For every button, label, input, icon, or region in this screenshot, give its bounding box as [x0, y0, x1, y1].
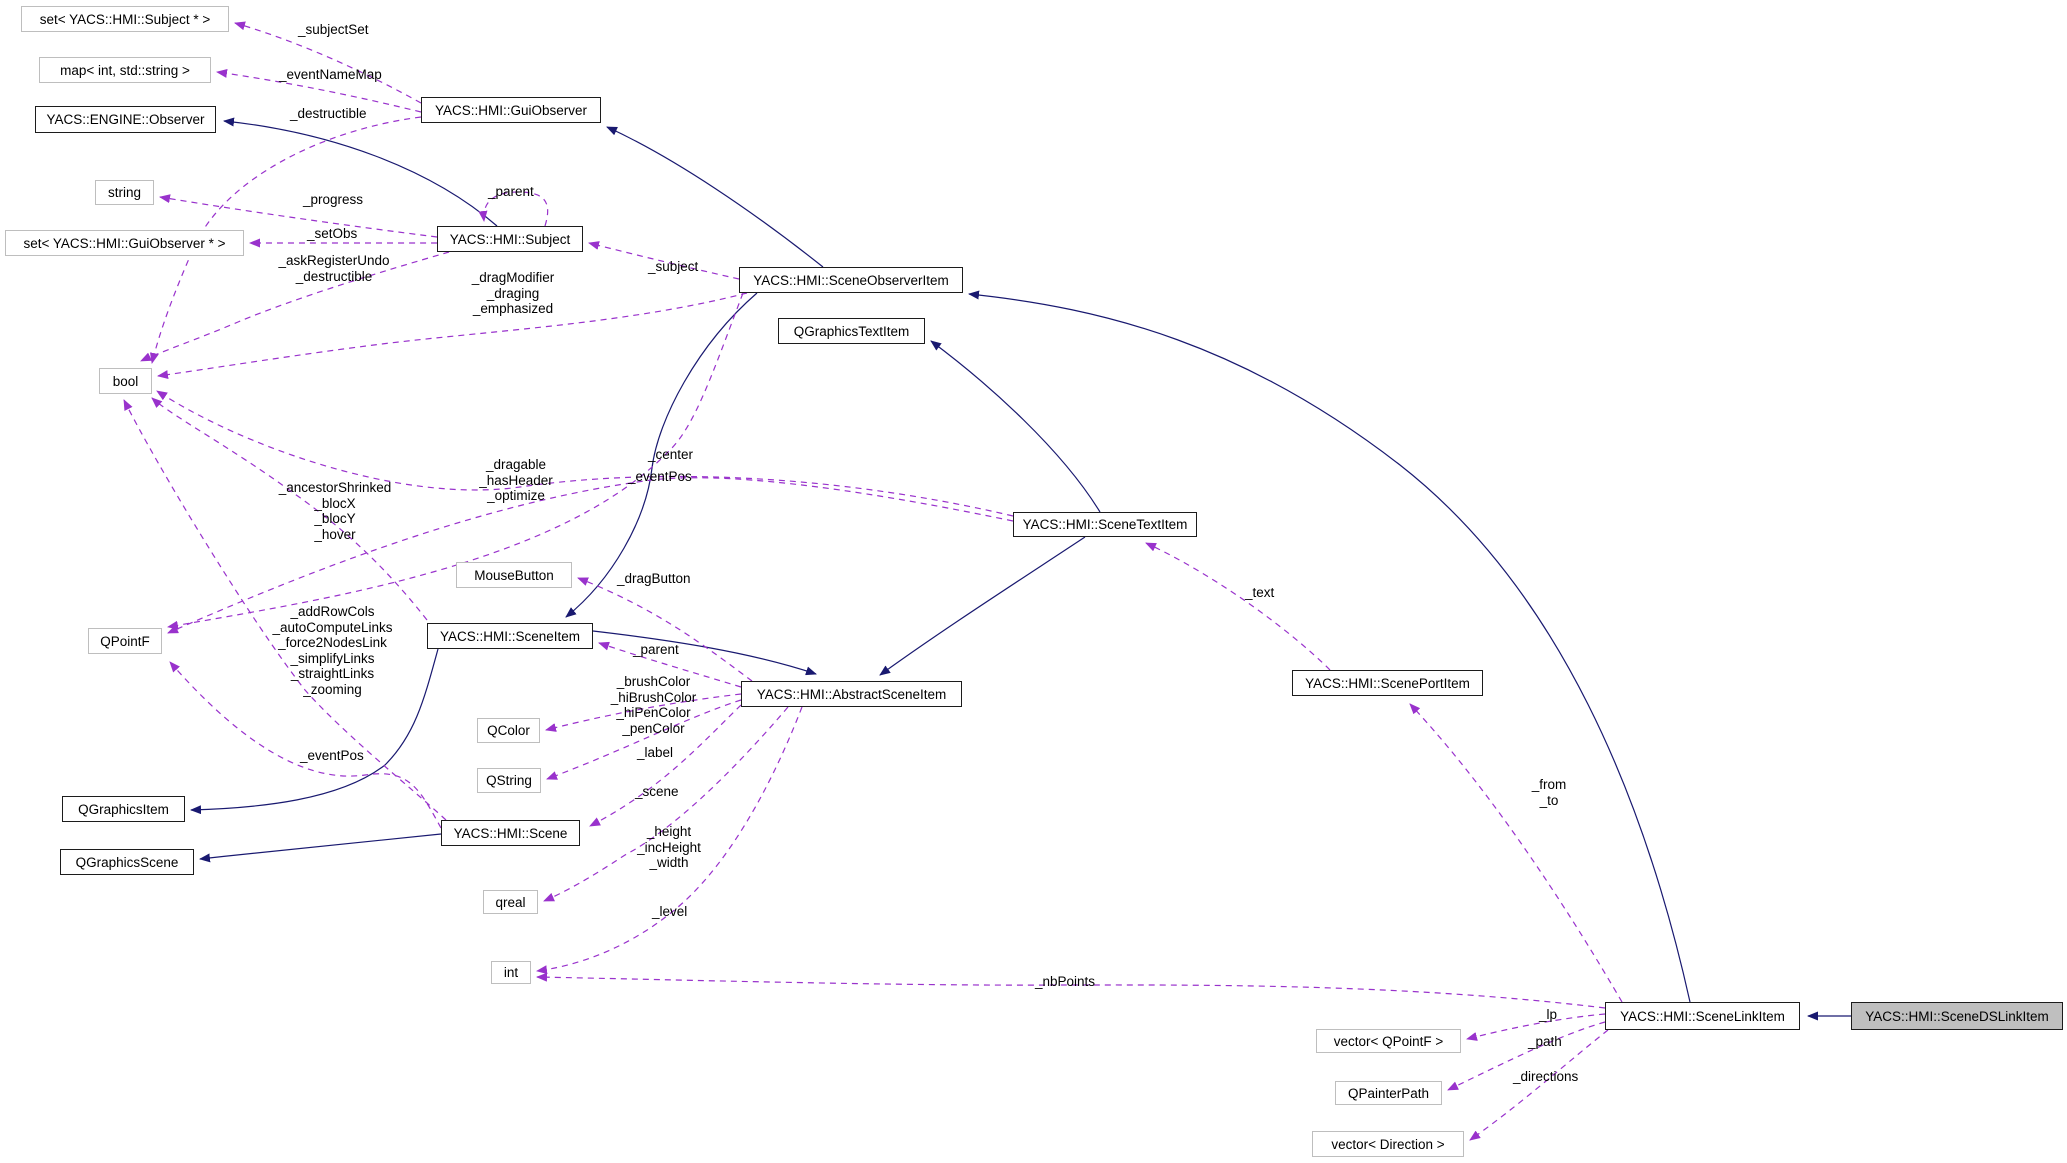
edge-label-from-to: _from _to: [1531, 777, 1567, 808]
edge-label-nbpoints: _nbPoints: [1035, 974, 1096, 989]
class-node-scene[interactable]: YACS::HMI::Scene: [441, 820, 580, 846]
edge-label-height-group: _height _incHeight _width: [637, 824, 701, 870]
class-node-gui-observer[interactable]: YACS::HMI::GuiObserver: [421, 97, 601, 123]
edge-label-lp: _lp: [1539, 1007, 1558, 1022]
edge-label-subjectset: _subjectSet: [298, 22, 369, 37]
class-node-qpainterpath: QPainterPath: [1335, 1081, 1442, 1105]
edge-label-center: _center: [648, 447, 694, 462]
edge-sceneobserveritem-to-bool: [157, 292, 748, 380]
class-node-scene-link-item[interactable]: YACS::HMI::SceneLinkItem: [1605, 1002, 1800, 1030]
edge-scenelinkitem-to-sceneobserveritem: [968, 290, 1691, 1003]
edge-guiobserver-to-bool: [149, 116, 422, 364]
edge-label-scene-label: _scene: [635, 784, 679, 799]
edge-label-parent-sceneitem: _parent: [633, 642, 679, 657]
class-node-vector-direction: vector< Direction >: [1312, 1131, 1464, 1157]
class-node-scene-item[interactable]: YACS::HMI::SceneItem: [427, 623, 593, 649]
edge-label-text-label: _text: [1245, 585, 1275, 600]
edge-label-brushcolor-group: _brushColor _hiBrushColor _hiPenColor _p…: [610, 674, 697, 736]
edge-scenetextitem-to-qpointf: [167, 477, 1014, 634]
edge-scene-to-qpointf: [169, 661, 442, 829]
edge-subject-self-loop: [478, 191, 549, 227]
edge-subject-to-observer: [223, 117, 498, 227]
class-node-qgraphicstextitem[interactable]: QGraphicsTextItem: [778, 318, 925, 344]
edge-label-label: _label: [637, 745, 674, 760]
edge-sceneobserveritem-to-subject: [588, 241, 740, 280]
class-node-scene-port-item[interactable]: YACS::HMI::ScenePortItem: [1292, 670, 1483, 696]
edge-abstractsceneitem-to-scene: [589, 704, 742, 827]
edge-label-addrowcols-group: _addRowCols _autoComputeLinks _force2Nod…: [272, 604, 393, 697]
edge-label-subject-label: _subject: [648, 259, 699, 274]
edge-label-eventpos-lower: _eventPos: [300, 748, 364, 763]
edge-label-directions: _directions: [1513, 1069, 1579, 1084]
edge-label-path: _path: [1528, 1034, 1562, 1049]
edge-label-ancestorshrinked-group: _ancestorShrinked _blocX _blocY _hover: [278, 480, 392, 542]
edge-label-eventnamemap: _eventNameMap: [279, 67, 382, 82]
edge-subject-to-string: [159, 194, 438, 238]
edge-label-level: _level: [652, 904, 688, 919]
class-node-vector-qpointf: vector< QPointF >: [1316, 1029, 1461, 1053]
edge-abstractsceneitem-to-qcolor: [545, 693, 742, 732]
class-node-subject[interactable]: YACS::HMI::Subject: [437, 226, 583, 252]
edge-sceneitem-to-abstractsceneitem: [592, 630, 817, 676]
class-node-qreal: qreal: [483, 890, 538, 914]
edge-abstractsceneitem-to-qstring: [546, 699, 742, 780]
class-node-scene-observer-item[interactable]: YACS::HMI::SceneObserverItem: [739, 267, 963, 293]
edge-label-askregisterundo-destructible: _askRegisterUndo _destructible: [278, 253, 390, 284]
edge-scenelinkitem-to-int: [536, 972, 1606, 1009]
edge-scenetextitem-to-qgraphicstextitem: [930, 340, 1101, 513]
class-node-set-subject-ptr: set< YACS::HMI::Subject * >: [21, 6, 229, 32]
edge-scene-to-bool: [123, 399, 447, 821]
class-node-int: int: [491, 961, 531, 984]
edge-sceneitem-to-qgraphicsitem: [190, 648, 439, 815]
edge-label-parent-subject: _parent: [488, 184, 534, 199]
edge-label-dragable-group: _dragable _hasHeader _optimize: [479, 457, 553, 503]
edge-abstractsceneitem-to-mousebutton: [577, 577, 753, 682]
edge-sceneobserveritem-to-guiobserver: [606, 126, 824, 268]
edge-guiobserver-to-eventnamemap: [216, 68, 422, 113]
edge-scenetextitem-to-bool: [156, 390, 1014, 517]
class-node-map-int-string: map< int, std::string >: [39, 57, 211, 83]
class-node-qpointf: QPointF: [88, 628, 162, 654]
class-node-qcolor: QColor: [477, 718, 540, 743]
edge-scenelinkitem-to-qpainterpath: [1447, 1021, 1606, 1091]
edge-label-dragmodifier-group: _dragModifier _draging _emphasized: [471, 270, 555, 316]
edge-guiobserver-to-subjectset: [234, 21, 422, 104]
edge-scenetextitem-to-abstractsceneitem: [879, 536, 1086, 676]
edge-scenelinkitem-to-vectordirection: [1469, 1029, 1609, 1141]
edge-abstractsceneitem-to-qreal: [543, 706, 789, 902]
class-node-bool: bool: [99, 368, 152, 394]
edge-scene-to-qgraphicsscene: [199, 833, 442, 863]
class-node-qgraphicsitem[interactable]: QGraphicsItem: [62, 796, 185, 822]
class-node-scene-text-item[interactable]: YACS::HMI::SceneTextItem: [1013, 512, 1197, 537]
class-node-set-guiobserver-ptr: set< YACS::HMI::GuiObserver * >: [5, 230, 244, 256]
edge-label-dragbutton: _dragButton: [617, 571, 691, 586]
edge-sceneportitem-to-scenetextitem: [1145, 542, 1331, 671]
class-node-scene-ds-link-item: YACS::HMI::SceneDSLinkItem: [1851, 1002, 2063, 1030]
edge-abstractsceneitem-to-sceneitem: [598, 641, 742, 688]
edge-scenelinkitem-to-vectorqpointf: [1466, 1013, 1606, 1041]
class-node-mousebutton: MouseButton: [456, 562, 572, 588]
class-node-qstring: QString: [477, 768, 541, 793]
edge-label-destructible-guiobserver: _destructible: [290, 106, 367, 121]
edge-sceneobserveritem-to-qpointf: [167, 292, 744, 630]
edge-label-setobs: _setObs: [307, 226, 358, 241]
class-node-qgraphicsscene[interactable]: QGraphicsScene: [60, 849, 194, 875]
class-node-string: string: [95, 180, 154, 205]
edge-subject-to-bool: [140, 251, 450, 362]
class-node-engine-observer[interactable]: YACS::ENGINE::Observer: [35, 106, 216, 133]
class-node-abstract-scene-item[interactable]: YACS::HMI::AbstractSceneItem: [741, 681, 962, 707]
edge-label-eventpos-upper: _eventPos: [628, 469, 692, 484]
edge-label-progress: _progress: [303, 192, 364, 207]
edge-sceneitem-to-bool: [151, 397, 428, 621]
edge-scenelinkitem-to-sceneportitem: [1409, 703, 1623, 1003]
